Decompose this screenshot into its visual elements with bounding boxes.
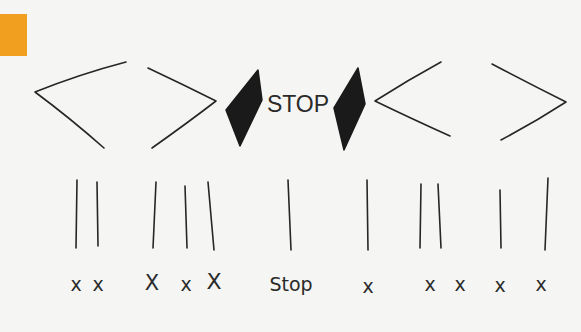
stop-mark: STOP: [267, 93, 329, 116]
beat-stroke: [208, 182, 214, 250]
decrescendo-hairpin: [492, 64, 566, 140]
beat-label: x: [70, 275, 81, 294]
beat-label: x: [535, 275, 546, 294]
beat-label: Stop: [269, 275, 312, 294]
filled-diamond: [334, 68, 365, 150]
beat-label: X: [206, 271, 221, 293]
decrescendo-hairpin: [148, 68, 216, 148]
crescendo-hairpin: [35, 62, 126, 148]
filled-diamond: [226, 70, 262, 146]
beat-stroke: [153, 182, 156, 248]
beat-label: x: [92, 275, 103, 294]
beat-stroke: [76, 180, 77, 248]
beat-stroke: [500, 190, 501, 248]
beat-stroke: [420, 184, 421, 248]
beat-label: x: [494, 276, 505, 295]
beat-label: x: [180, 275, 191, 294]
crescendo-hairpin: [375, 62, 450, 136]
beat-stroke: [97, 182, 98, 246]
beat-stroke: [438, 184, 441, 248]
beat-stroke: [367, 180, 368, 250]
beat-stroke: [545, 178, 548, 250]
beat-label: x: [362, 277, 373, 296]
beat-stroke: [288, 180, 291, 250]
beat-label: X: [145, 273, 159, 294]
beat-label: x: [424, 275, 435, 294]
orange-tab: [0, 14, 27, 56]
beat-label: x: [454, 275, 465, 294]
beat-stroke: [185, 186, 187, 248]
